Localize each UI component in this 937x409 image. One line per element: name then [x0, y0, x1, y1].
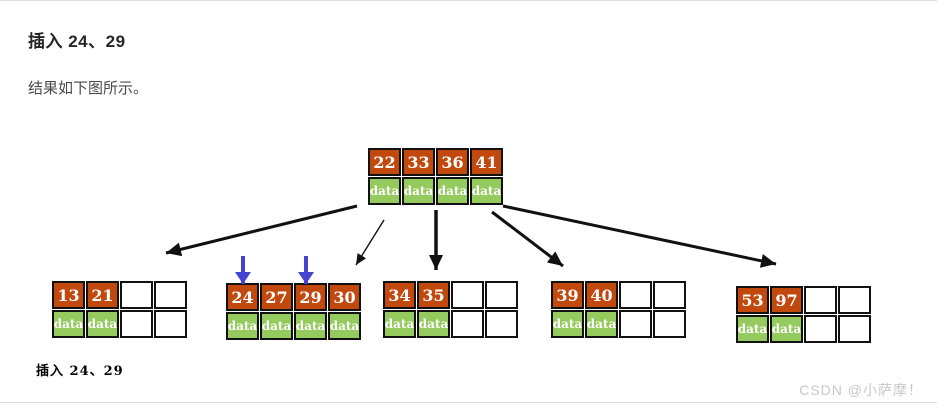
btree-leaf-node-1: 13 21 data data [52, 281, 187, 338]
key-cell: 13 [52, 281, 85, 309]
key-cell: 40 [585, 281, 618, 309]
data-cell: data [736, 315, 769, 343]
data-cell: data [436, 177, 469, 205]
key-cell: 39 [551, 281, 584, 309]
empty-key-cell [653, 281, 686, 309]
key-cell: 22 [368, 148, 401, 176]
key-cell: 34 [383, 281, 416, 309]
data-cell: data [52, 310, 85, 338]
btree-root-node: 22 33 36 41 data data data data [368, 148, 503, 205]
empty-data-cell [451, 310, 484, 338]
edge-root-to-leaf-5-arrow [502, 204, 777, 268]
empty-key-cell [485, 281, 518, 309]
top-divider [0, 0, 937, 1]
data-cell: data [226, 312, 259, 340]
data-cell: data [294, 312, 327, 340]
empty-data-cell [804, 315, 837, 343]
empty-data-cell [485, 310, 518, 338]
key-cell: 35 [417, 281, 450, 309]
body-text: 结果如下图所示。 [28, 80, 149, 97]
key-cell: 21 [86, 281, 119, 309]
data-cell: data [368, 177, 401, 205]
key-cell: 97 [770, 286, 803, 314]
empty-data-cell [154, 310, 187, 338]
empty-data-cell [619, 310, 652, 338]
btree-leaf-node-2: 24 27 29 30 data data data data [226, 283, 361, 340]
empty-key-cell [120, 281, 153, 309]
btree-leaf-node-4: 39 40 data data [551, 281, 686, 338]
edge-root-to-leaf-1-arrow [165, 204, 358, 257]
key-cell: 53 [736, 286, 769, 314]
data-cell: data [328, 312, 361, 340]
key-cell: 30 [328, 283, 361, 311]
figure-caption: 插入 24、29 [36, 364, 124, 379]
key-cell: 33 [402, 148, 435, 176]
empty-key-cell [838, 286, 871, 314]
key-cell: 29 [294, 283, 327, 311]
data-cell: data [417, 310, 450, 338]
data-cell: data [470, 177, 503, 205]
edge-root-to-leaf-4-arrow [491, 210, 564, 268]
key-cell: 36 [436, 148, 469, 176]
watermark-text: CSDN @小萨摩！ [799, 382, 923, 398]
empty-key-cell [154, 281, 187, 309]
empty-data-cell [120, 310, 153, 338]
btree-leaf-node-5: 53 97 data data [736, 286, 871, 343]
data-cell: data [770, 315, 803, 343]
bottom-divider [0, 402, 937, 403]
data-cell: data [260, 312, 293, 340]
empty-key-cell [619, 281, 652, 309]
key-cell: 27 [260, 283, 293, 311]
empty-key-cell [804, 286, 837, 314]
btree-leaf-node-3: 34 35 data data [383, 281, 518, 338]
edge-root-to-leaf-2-arrow [355, 219, 385, 266]
empty-key-cell [451, 281, 484, 309]
empty-data-cell [653, 310, 686, 338]
data-cell: data [402, 177, 435, 205]
key-cell: 41 [470, 148, 503, 176]
empty-data-cell [838, 315, 871, 343]
data-cell: data [86, 310, 119, 338]
data-cell: data [585, 310, 618, 338]
data-cell: data [383, 310, 416, 338]
section-heading: 插入 24、29 [28, 32, 126, 51]
data-cell: data [551, 310, 584, 338]
key-cell: 24 [226, 283, 259, 311]
